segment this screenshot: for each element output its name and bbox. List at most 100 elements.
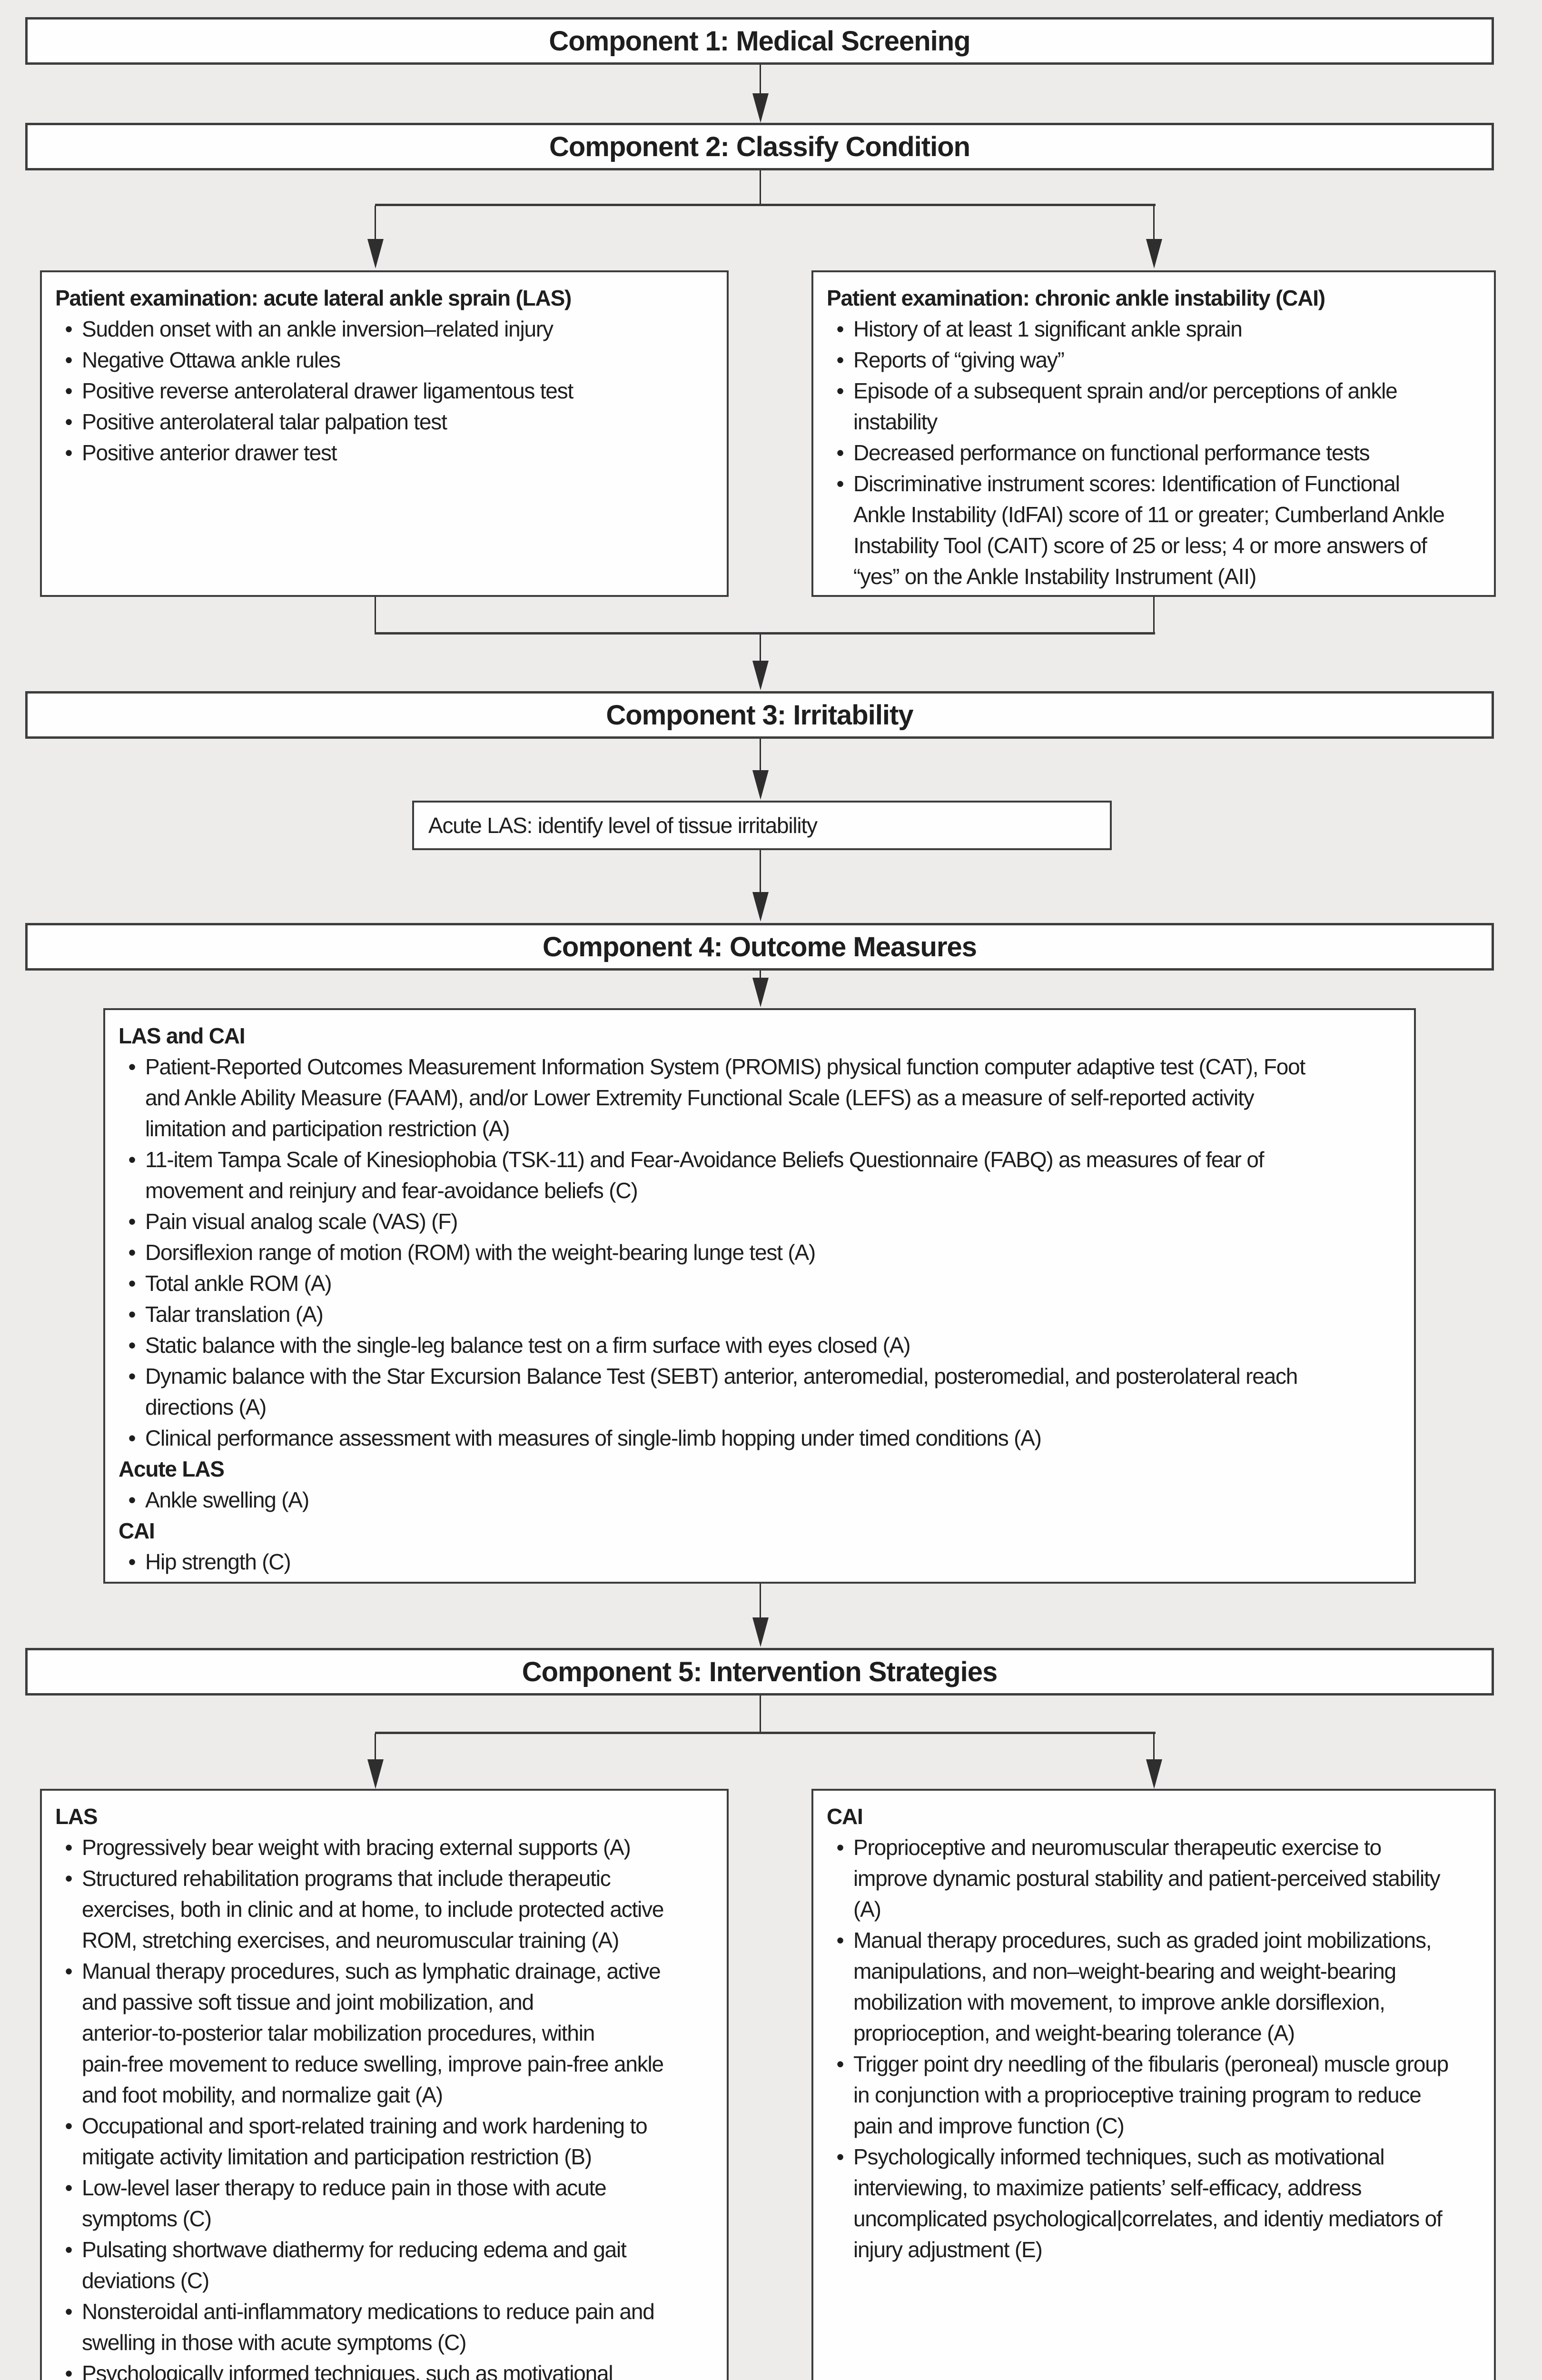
connector-line bbox=[375, 204, 1156, 206]
list-item: • Negative Ottawa ankle rules bbox=[55, 345, 713, 376]
connector-line bbox=[1153, 597, 1155, 634]
outcome-section1-heading: LAS and CAI bbox=[119, 1023, 246, 1048]
list-item: • Discriminative instrument scores: Iden… bbox=[827, 468, 1481, 592]
outcome-section3-heading: CAI bbox=[119, 1518, 155, 1543]
list-item: • Positive reverse anterolateral drawer … bbox=[55, 376, 713, 407]
arrow-down-icon bbox=[367, 239, 384, 268]
list-item: • Positive anterolateral talar palpation… bbox=[55, 407, 713, 437]
las-interventions-box: LAS • Progressively bear weight with bra… bbox=[40, 1789, 729, 2380]
component1-header: Component 1: Medical Screening bbox=[25, 17, 1494, 65]
component4-header: Component 4: Outcome Measures bbox=[25, 923, 1494, 971]
connector-line bbox=[760, 850, 761, 893]
component5-title: Component 5: Intervention Strategies bbox=[522, 1656, 998, 1687]
list-item: • History of at least 1 significant ankl… bbox=[827, 314, 1481, 345]
connector-line bbox=[1153, 206, 1155, 240]
connector-line bbox=[760, 170, 761, 205]
component2-title: Component 2: Classify Condition bbox=[549, 131, 970, 162]
bullet-icon: • bbox=[836, 471, 844, 496]
bullet-icon: • bbox=[65, 1866, 73, 1891]
cai-exam-title: Patient examination: chronic ankle insta… bbox=[827, 286, 1325, 310]
component1-title: Component 1: Medical Screening bbox=[549, 25, 970, 57]
list-item: • Manual therapy procedures, such as lym… bbox=[55, 1956, 713, 2111]
cai-interventions-title: CAI bbox=[827, 1804, 863, 1829]
list-item: • Positive anterior drawer test bbox=[55, 437, 713, 468]
arrow-down-icon bbox=[367, 1759, 384, 1789]
arrow-down-icon bbox=[1146, 239, 1162, 268]
bullet-icon: • bbox=[65, 2299, 73, 2324]
bullet-icon: • bbox=[65, 317, 73, 341]
connector-line bbox=[375, 632, 1155, 635]
bullet-icon: • bbox=[836, 2144, 844, 2169]
bullet-icon: • bbox=[836, 1835, 844, 1860]
bullet-icon: • bbox=[836, 2052, 844, 2076]
bullet-icon: • bbox=[65, 409, 73, 434]
bullet-icon: • bbox=[836, 378, 844, 403]
list-item: • Nonsteroidal anti-inflammatory medicat… bbox=[55, 2296, 713, 2358]
bullet-icon: • bbox=[128, 1364, 136, 1388]
list-item: • Sudden onset with an ankle inversion–r… bbox=[55, 314, 713, 345]
cai-interventions-box: CAI • Proprioceptive and neuromuscular t… bbox=[811, 1789, 1496, 2380]
list-item: • Episode of a subsequent sprain and/or … bbox=[827, 376, 1481, 437]
list-item: • Total ankle ROM (A) bbox=[119, 1268, 1401, 1299]
bullet-icon: • bbox=[128, 1488, 136, 1512]
list-item: • Decreased performance on functional pe… bbox=[827, 437, 1481, 468]
bullet-icon: • bbox=[836, 317, 844, 341]
irritability-note-box: Acute LAS: identify level of tissue irri… bbox=[412, 801, 1112, 850]
arrow-down-icon bbox=[752, 661, 769, 690]
bullet-icon: • bbox=[65, 440, 73, 465]
arrow-down-icon bbox=[752, 978, 769, 1007]
arrow-down-icon bbox=[752, 770, 769, 800]
connector-line bbox=[375, 1732, 1156, 1734]
list-item: • Hip strength (C) bbox=[119, 1547, 1401, 1577]
connector-line bbox=[760, 971, 761, 979]
arrow-down-icon bbox=[752, 93, 769, 123]
bullet-icon: • bbox=[128, 1147, 136, 1172]
bullet-icon: • bbox=[65, 2237, 73, 2262]
bullet-icon: • bbox=[836, 440, 844, 465]
list-item: • Manual therapy procedures, such as gra… bbox=[827, 1925, 1481, 2049]
connector-line bbox=[375, 1734, 376, 1760]
bullet-icon: • bbox=[128, 1333, 136, 1358]
bullet-icon: • bbox=[128, 1549, 136, 1574]
list-item: • Psychologically informed techniques, s… bbox=[827, 2142, 1481, 2265]
list-item: • Patient-Reported Outcomes Measurement … bbox=[119, 1051, 1401, 1144]
arrow-down-icon bbox=[752, 892, 769, 922]
component4-title: Component 4: Outcome Measures bbox=[542, 931, 977, 962]
component5-header: Component 5: Intervention Strategies bbox=[25, 1648, 1494, 1696]
list-item: • Dorsiflexion range of motion (ROM) wit… bbox=[119, 1237, 1401, 1268]
list-item: • Occupational and sport-related trainin… bbox=[55, 2111, 713, 2172]
bullet-icon: • bbox=[836, 1928, 844, 1953]
arrow-down-icon bbox=[1146, 1759, 1162, 1789]
list-item: • Psychologically informed techniques, s… bbox=[55, 2358, 713, 2380]
bullet-icon: • bbox=[65, 347, 73, 372]
las-exam-box: Patient examination: acute lateral ankle… bbox=[40, 270, 729, 597]
list-item: • Dynamic balance with the Star Excursio… bbox=[119, 1361, 1401, 1423]
outcome-section2-heading: Acute LAS bbox=[119, 1457, 225, 1481]
list-item: • Proprioceptive and neuromuscular thera… bbox=[827, 1832, 1481, 1925]
bullet-icon: • bbox=[128, 1271, 136, 1296]
list-item: • Trigger point dry needling of the fibu… bbox=[827, 2049, 1481, 2142]
las-exam-title: Patient examination: acute lateral ankle… bbox=[55, 286, 572, 310]
bullet-icon: • bbox=[128, 1209, 136, 1234]
bullet-icon: • bbox=[65, 2361, 73, 2380]
las-interventions-title: LAS bbox=[55, 1804, 98, 1829]
list-item: • Structured rehabilitation programs tha… bbox=[55, 1863, 713, 1956]
list-item: • Talar translation (A) bbox=[119, 1299, 1401, 1330]
list-item: • Static balance with the single-leg bal… bbox=[119, 1330, 1401, 1361]
list-item: • Reports of “giving way” bbox=[827, 345, 1481, 376]
list-item: • 11-item Tampa Scale of Kinesiophobia (… bbox=[119, 1144, 1401, 1206]
component2-header: Component 2: Classify Condition bbox=[25, 123, 1494, 170]
irritability-note: Acute LAS: identify level of tissue irri… bbox=[428, 813, 818, 838]
bullet-icon: • bbox=[128, 1302, 136, 1327]
connector-line bbox=[760, 635, 761, 661]
list-item: • Ankle swelling (A) bbox=[119, 1485, 1401, 1516]
connector-line bbox=[1153, 1734, 1155, 1760]
list-item: • Low-level laser therapy to reduce pain… bbox=[55, 2172, 713, 2234]
bullet-icon: • bbox=[65, 378, 73, 403]
bullet-icon: • bbox=[128, 1426, 136, 1450]
connector-line bbox=[760, 739, 761, 771]
cai-exam-box: Patient examination: chronic ankle insta… bbox=[811, 270, 1496, 597]
connector-line bbox=[375, 206, 376, 240]
bullet-icon: • bbox=[836, 347, 844, 372]
